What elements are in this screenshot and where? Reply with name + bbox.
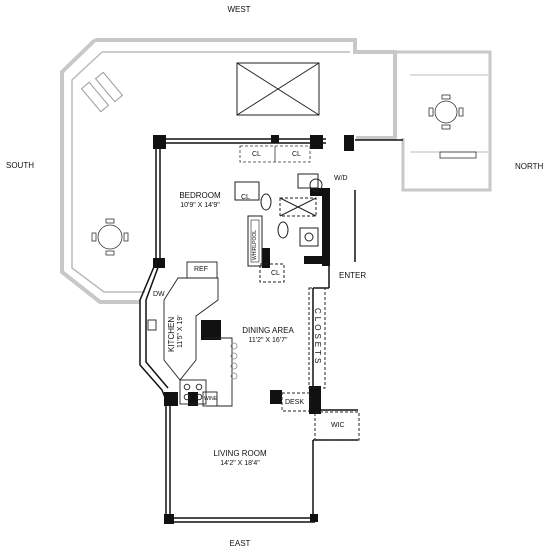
lounge-chairs [80, 71, 124, 113]
kitchen-counters [147, 261, 233, 407]
east-closets [308, 287, 326, 389]
skylight [236, 62, 320, 116]
living-size: 14'2" X 18'4" [220, 460, 260, 467]
compass-south: SOUTH [6, 161, 34, 170]
compass-north: NORTH [515, 162, 544, 171]
dining-name: DINING AREA [242, 326, 294, 335]
closet-label-2: CL [292, 151, 301, 158]
desk [281, 392, 311, 412]
closet-label-3: CL [241, 194, 250, 201]
wall-posts [153, 135, 354, 524]
closets-label: CLOSETS [313, 308, 322, 367]
bedroom-closets [239, 145, 311, 163]
enter-label: ENTER [339, 271, 367, 280]
dishwasher-label: DW [153, 291, 165, 298]
bedroom-size: 10'9" X 14'9" [180, 202, 220, 209]
compass-west: WEST [227, 5, 251, 14]
bathroom [234, 173, 323, 283]
table-north [428, 94, 464, 130]
washer-dryer-label: W/D [334, 175, 348, 182]
kitchen-name: KITCHEN [167, 316, 176, 352]
terrace [60, 38, 397, 304]
wine-label: WINE [204, 396, 218, 402]
kitchen-size: 11'5" X 19' [177, 315, 184, 348]
refrigerator-label: REF [194, 266, 208, 273]
table-south [91, 218, 129, 256]
bar-stools [230, 342, 238, 380]
tub-label: WHIRLPOOL [252, 229, 258, 260]
compass-east: EAST [229, 539, 251, 548]
dining-size: 11'2" X 16'7" [248, 337, 288, 344]
desk-label: DESK [285, 399, 305, 406]
north-terrace [356, 50, 492, 192]
bedroom-name: BEDROOM [179, 191, 221, 200]
wic-label: WIC [331, 422, 345, 429]
walk-in-closet [314, 411, 360, 441]
living-name: LIVING ROOM [213, 449, 267, 458]
closet-label-4: CL [271, 270, 280, 277]
north-railing [439, 151, 477, 159]
closet-label-1: CL [252, 151, 261, 158]
